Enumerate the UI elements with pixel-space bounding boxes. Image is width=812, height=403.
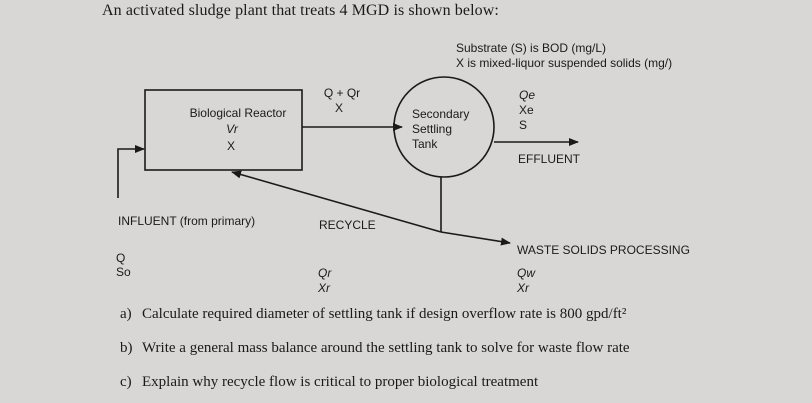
recycle-qr: Qr	[318, 266, 332, 280]
waste-xr: Xr	[516, 281, 530, 295]
waste-label: WASTE SOLIDS PROCESSING	[517, 243, 690, 257]
tank-label-line2: Settling	[412, 122, 452, 136]
legend-mlss: X is mixed-liquor suspended solids (mg/)	[456, 56, 672, 70]
secondary-settling-tank	[393, 76, 495, 178]
effluent-qe: Qe	[519, 88, 535, 102]
legend-substrate: Substrate (S) is BOD (mg/L)	[456, 41, 606, 55]
reactor-x-label: X	[227, 139, 235, 153]
effluent-s: S	[519, 118, 527, 132]
flow-x: X	[335, 101, 343, 115]
waste-qw: Qw	[517, 266, 536, 280]
tank-label-line1: Secondary	[412, 107, 469, 121]
tank-label-line3: Tank	[412, 137, 438, 151]
influent-q: Q	[116, 251, 125, 265]
effluent-label: EFFLUENT	[518, 152, 581, 166]
biological-reactor-box	[144, 89, 303, 171]
influent-line	[117, 145, 145, 198]
recycle-line	[231, 170, 442, 233]
waste-line	[440, 231, 511, 246]
question-a: a)Calculate required diameter of settlin…	[120, 306, 627, 322]
influent-label: INFLUENT (from primary)	[118, 214, 255, 228]
recycle-xr: Xr	[317, 281, 331, 295]
problem-title: An activated sludge plant that treats 4 …	[102, 2, 499, 19]
reactor-label: Biological Reactor	[190, 106, 287, 120]
question-c: c)Explain why recycle flow is critical t…	[120, 374, 539, 390]
effluent-xe: Xe	[519, 103, 534, 117]
question-b: b)Write a general mass balance around th…	[120, 340, 630, 356]
influent-so: So	[116, 265, 131, 279]
recycle-label: RECYCLE	[319, 218, 376, 232]
reactor-volume-label: Vr	[226, 122, 239, 136]
flow-q-plus-qr: Q + Qr	[324, 86, 360, 100]
